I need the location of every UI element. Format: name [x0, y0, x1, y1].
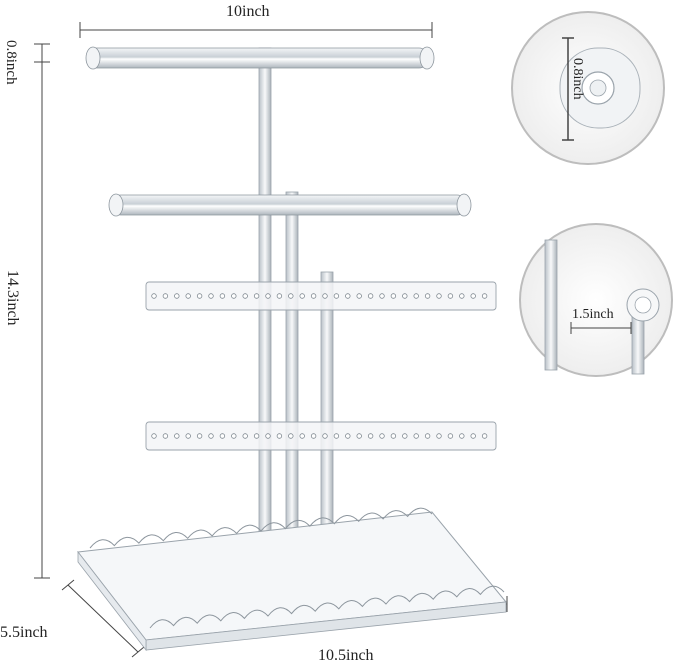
earring-hole	[436, 293, 442, 299]
earring-hole	[345, 293, 351, 299]
earring-hole	[162, 433, 169, 439]
earring-hole	[356, 293, 362, 299]
earring-hole	[436, 433, 442, 439]
base-width-label: 10.5inch	[318, 647, 374, 664]
earring-hole	[356, 433, 362, 439]
earring-hole	[231, 293, 237, 299]
earring-hole	[345, 433, 351, 439]
earring-hole	[470, 433, 476, 439]
earring-hole	[276, 433, 283, 439]
earring-hole	[424, 433, 431, 439]
earring-hole	[470, 293, 476, 299]
earring-panel-upper	[145, 281, 497, 311]
earring-hole	[481, 433, 488, 439]
earring-hole	[424, 293, 431, 299]
earring-hole	[322, 433, 328, 439]
earring-hole	[390, 293, 397, 299]
earring-hole	[174, 433, 180, 439]
earring-hole	[459, 293, 465, 299]
earring-hole	[310, 293, 317, 299]
depth-label: 5.5inch	[0, 624, 48, 641]
earring-hole	[162, 293, 169, 299]
earring-hole	[367, 293, 374, 299]
width-label: 10inch	[226, 3, 270, 20]
earring-hole	[367, 433, 374, 439]
earring-hole	[481, 293, 488, 299]
tray-base	[77, 507, 507, 652]
earring-hole	[379, 293, 385, 299]
top-bar	[85, 46, 435, 70]
earring-hole	[219, 433, 226, 439]
earring-hole	[413, 293, 419, 299]
bar-diameter-label: 0.8inch	[570, 58, 585, 100]
earring-hole	[253, 433, 260, 439]
earring-hole	[402, 433, 408, 439]
earring-hole	[151, 433, 157, 439]
earring-hole	[299, 433, 305, 439]
earring-hole	[413, 433, 419, 439]
earring-hole	[288, 433, 294, 439]
earring-hole	[402, 293, 408, 299]
earring-panel-lower	[145, 421, 497, 451]
spacing-label: 1.5inch	[572, 307, 614, 322]
middle-bar	[108, 193, 472, 217]
earring-hole	[447, 433, 454, 439]
earring-hole	[185, 293, 191, 299]
earring-hole	[333, 293, 340, 299]
earring-hole	[242, 293, 248, 299]
earring-hole	[299, 293, 305, 299]
earring-hole	[379, 433, 385, 439]
earring-hole	[276, 293, 283, 299]
earring-hole	[253, 293, 260, 299]
earring-hole	[196, 433, 203, 439]
earring-hole	[333, 433, 340, 439]
earring-hole	[288, 293, 294, 299]
earring-hole	[231, 433, 237, 439]
earring-hole	[390, 433, 397, 439]
height-label: 14.3inch	[4, 270, 21, 326]
top-gap-label: 0.8inch	[3, 40, 19, 85]
earring-hole	[265, 433, 271, 439]
earring-hole	[447, 293, 454, 299]
earring-hole	[219, 293, 226, 299]
earring-hole	[459, 433, 465, 439]
earring-hole	[265, 293, 271, 299]
earring-hole	[174, 293, 180, 299]
earring-hole	[196, 293, 203, 299]
earring-hole	[242, 433, 248, 439]
earring-hole	[208, 433, 214, 439]
earring-hole	[151, 293, 157, 299]
earring-hole	[185, 433, 191, 439]
earring-hole	[310, 433, 317, 439]
detail-circle-spacing	[519, 223, 673, 377]
earring-hole	[322, 293, 328, 299]
detail-circle-bar-diameter	[511, 11, 665, 165]
earring-hole	[208, 293, 214, 299]
